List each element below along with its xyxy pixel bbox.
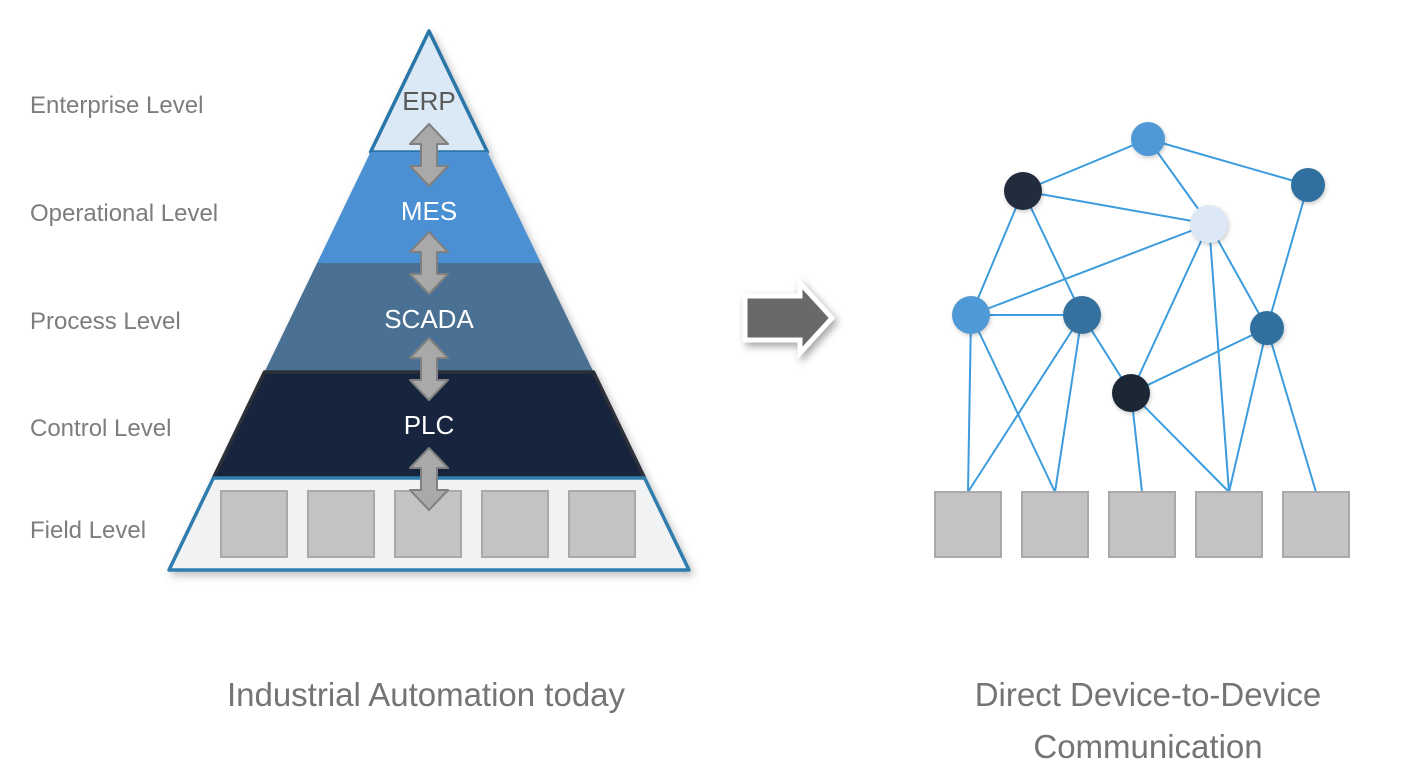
network-node-n4 bbox=[1291, 168, 1325, 202]
network-edge bbox=[1266, 327, 1317, 493]
caption-device-to-device: Direct Device-to-Device Communication bbox=[974, 676, 1322, 766]
device-square bbox=[934, 491, 1002, 558]
field-device-square bbox=[220, 490, 288, 558]
network-edge bbox=[1130, 392, 1230, 493]
field-device-square bbox=[307, 490, 375, 558]
caption-industrial-automation: Industrial Automation today bbox=[226, 676, 626, 713]
updown-connector-arrow-icon bbox=[409, 447, 449, 511]
field-device-square bbox=[481, 490, 549, 558]
level-label-enterprise: Enterprise Level bbox=[30, 92, 204, 119]
automation-pyramid bbox=[167, 29, 691, 572]
pyramid-label-scada: SCADA bbox=[384, 304, 474, 334]
level-label-process: Process Level bbox=[30, 308, 181, 335]
network-edge bbox=[1228, 327, 1268, 493]
network-node-n2 bbox=[1004, 172, 1042, 210]
network-edge bbox=[1022, 190, 1083, 316]
network-node-n6 bbox=[1063, 296, 1101, 334]
pyramid-label-mes: MES bbox=[400, 196, 458, 226]
network-node-n3 bbox=[1190, 205, 1228, 243]
network-edge bbox=[970, 190, 1024, 316]
network-node-n1 bbox=[1131, 122, 1165, 156]
updown-connector-arrow-icon bbox=[409, 123, 449, 187]
pyramid-label-erp: ERP bbox=[402, 86, 456, 116]
network-edge bbox=[967, 314, 972, 493]
network-edge bbox=[1130, 223, 1210, 394]
network-edge bbox=[1022, 138, 1149, 192]
level-label-operational: Operational Level bbox=[30, 200, 219, 227]
device-square bbox=[1108, 491, 1176, 558]
network-edge bbox=[1022, 190, 1210, 225]
pyramid-layer-process bbox=[264, 263, 594, 372]
device-square bbox=[1021, 491, 1089, 558]
network-edge bbox=[1054, 314, 1083, 493]
updown-connector-arrow-icon bbox=[409, 337, 449, 401]
pyramid-label-plc: PLC bbox=[403, 410, 455, 440]
device-square bbox=[1195, 491, 1263, 558]
network-node-n8 bbox=[1112, 374, 1150, 412]
field-device-square bbox=[568, 490, 636, 558]
network-edge bbox=[967, 314, 1083, 493]
network-edge bbox=[1208, 223, 1230, 493]
level-label-control: Control Level bbox=[30, 415, 172, 442]
transformation-right-arrow-icon bbox=[742, 276, 836, 360]
device-square bbox=[1282, 491, 1350, 558]
network-node-n5 bbox=[952, 296, 990, 334]
network-node-n7 bbox=[1250, 311, 1284, 345]
updown-connector-arrow-icon bbox=[409, 231, 449, 295]
network-edge bbox=[970, 314, 1056, 493]
pyramid-layer-operational bbox=[317, 152, 541, 263]
network-nodes bbox=[952, 122, 1325, 412]
level-label-field: Field Level bbox=[30, 517, 147, 544]
network-edge bbox=[1208, 223, 1268, 329]
network-edge bbox=[1130, 327, 1268, 394]
network-edge bbox=[1147, 138, 1309, 186]
network-edge bbox=[970, 223, 1210, 316]
network-edge bbox=[1266, 184, 1309, 329]
